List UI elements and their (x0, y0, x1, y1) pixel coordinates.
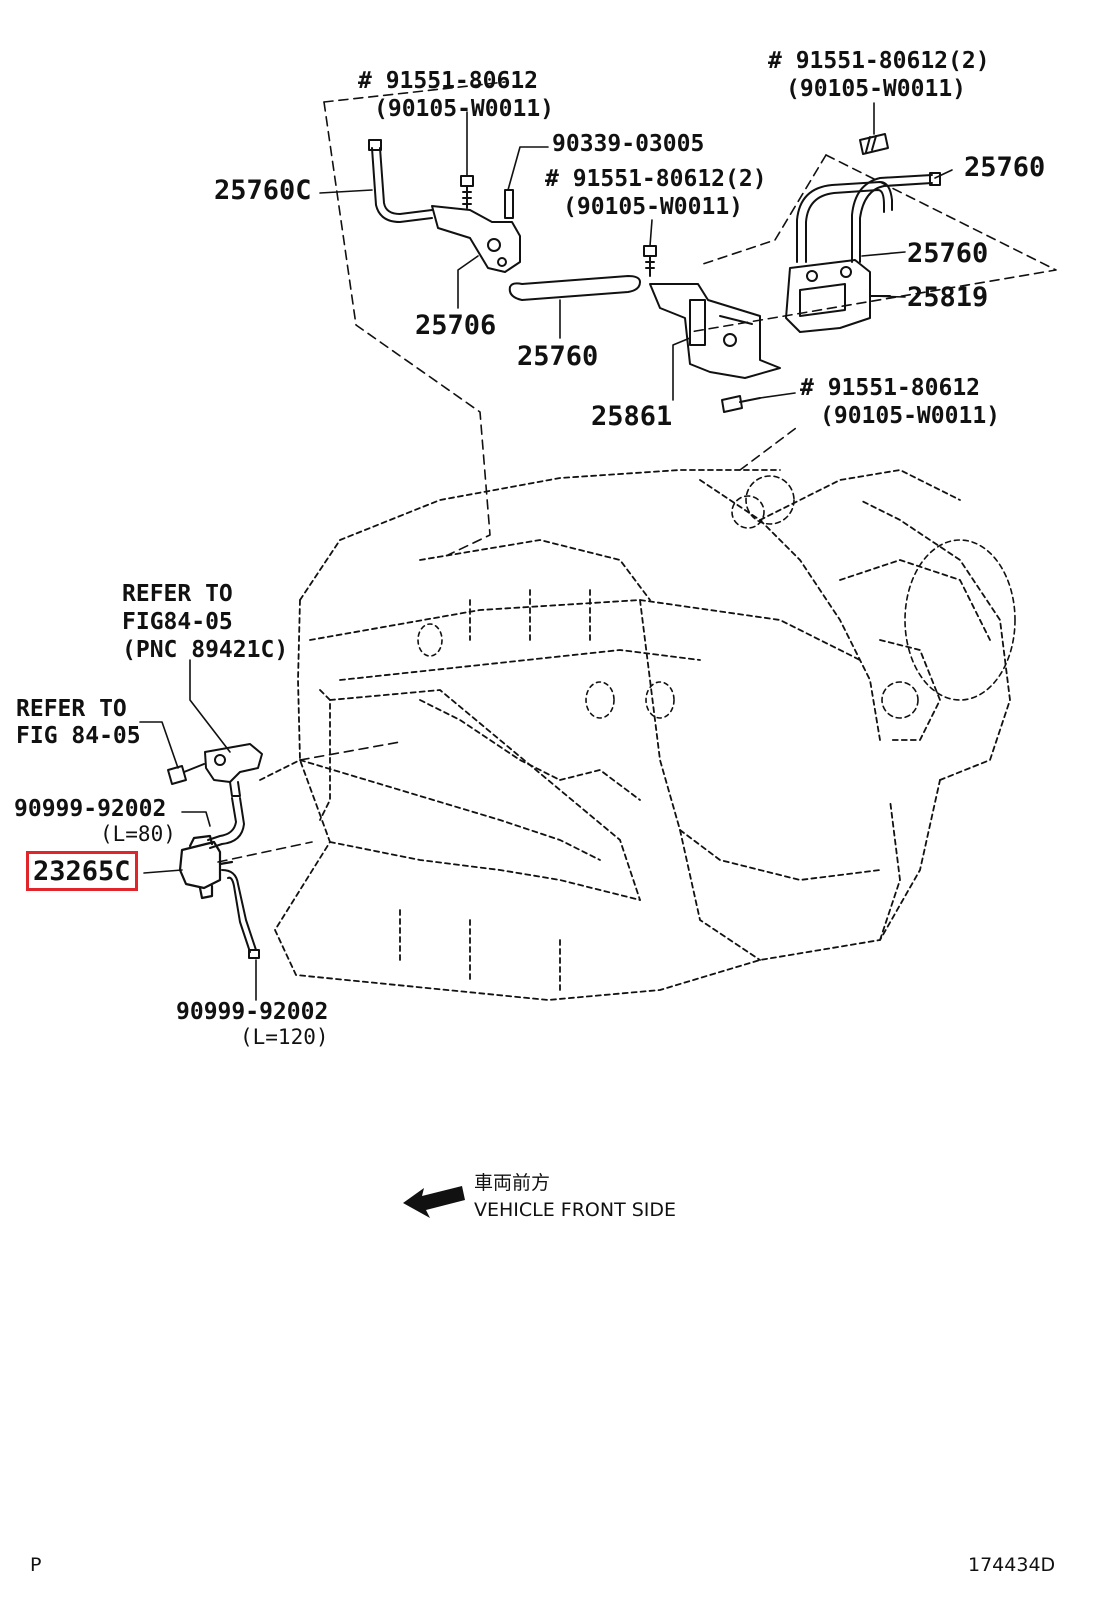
label-top-right-sub: (90105-W0011) (786, 76, 967, 102)
label-refer1-line2: FIG84-05 (122, 609, 233, 635)
front-arrow-icon (403, 1186, 465, 1218)
hose-25760c-drawing (368, 139, 433, 223)
label-90339: 90339-03005 (552, 131, 705, 157)
label-25760-r1: 25760 (964, 152, 1046, 183)
engine-drawing (259, 469, 1011, 1001)
label-right-hash: # 91551-80612 (800, 375, 981, 401)
label-front-jp: 車両前方 (474, 1172, 551, 1194)
hose-25760-right-drawing (796, 172, 941, 263)
label-front-en: VEHICLE FRONT SIDE (474, 1199, 677, 1221)
label-hose-l80-length: (L=80) (100, 822, 176, 846)
bolt-right-lower-drawing (721, 395, 761, 413)
figure-code: 174434D (968, 1554, 1056, 1576)
sensor-89421c-drawing (204, 743, 263, 797)
label-hose-l80: 90999-92002 (14, 796, 167, 822)
label-center-hash: # 91551-80612(2) (545, 166, 767, 192)
label-right-sub: (90105-W0011) (820, 403, 1001, 429)
label-25760-mid: 25760 (517, 341, 599, 372)
label-hose-l120-length: (L=120) (240, 1025, 329, 1049)
clip-90339-drawing (504, 189, 514, 219)
bolt-lower-left-drawing (167, 763, 205, 785)
engine-details-drawing (417, 475, 1016, 719)
leader-lines (139, 102, 953, 1001)
label-hose-l120: 90999-92002 (176, 999, 329, 1025)
label-top-left-hash: # 91551-80612 (358, 68, 539, 94)
label-top-right-hash: # 91551-80612(2) (768, 48, 990, 74)
label-refer2-line1: REFER TO (16, 696, 127, 722)
highlighted-part-23265c[interactable]: 23265C (26, 851, 138, 891)
bracket-25861-drawing (649, 283, 781, 379)
label-25819: 25819 (907, 282, 989, 313)
label-25760-r2: 25760 (907, 238, 989, 269)
bolt-top-right-drawing (859, 133, 889, 155)
label-25760c: 25760C (214, 175, 312, 206)
label-center-sub: (90105-W0011) (563, 194, 744, 220)
label-refer1-line3: (PNC 89421C) (122, 637, 289, 663)
dashed-leader-lines (217, 81, 1057, 863)
bolt-top-left-drawing (460, 175, 474, 209)
label-25861: 25861 (591, 401, 673, 432)
label-refer2-line2: FIG 84-05 (16, 723, 141, 749)
label-refer1-line1: REFER TO (122, 581, 233, 607)
vsv-23265c-drawing (178, 834, 234, 900)
bolt-center-drawing (643, 245, 657, 277)
hose-l120-drawing (221, 869, 260, 959)
corner-label-left: P (30, 1554, 42, 1576)
label-25706: 25706 (415, 310, 497, 341)
label-top-left-sub: (90105-W0011) (374, 96, 555, 122)
hose-l80-drawing (207, 797, 245, 849)
hose-25760-mid-drawing (508, 275, 641, 301)
bracket-25706-drawing (431, 205, 521, 273)
